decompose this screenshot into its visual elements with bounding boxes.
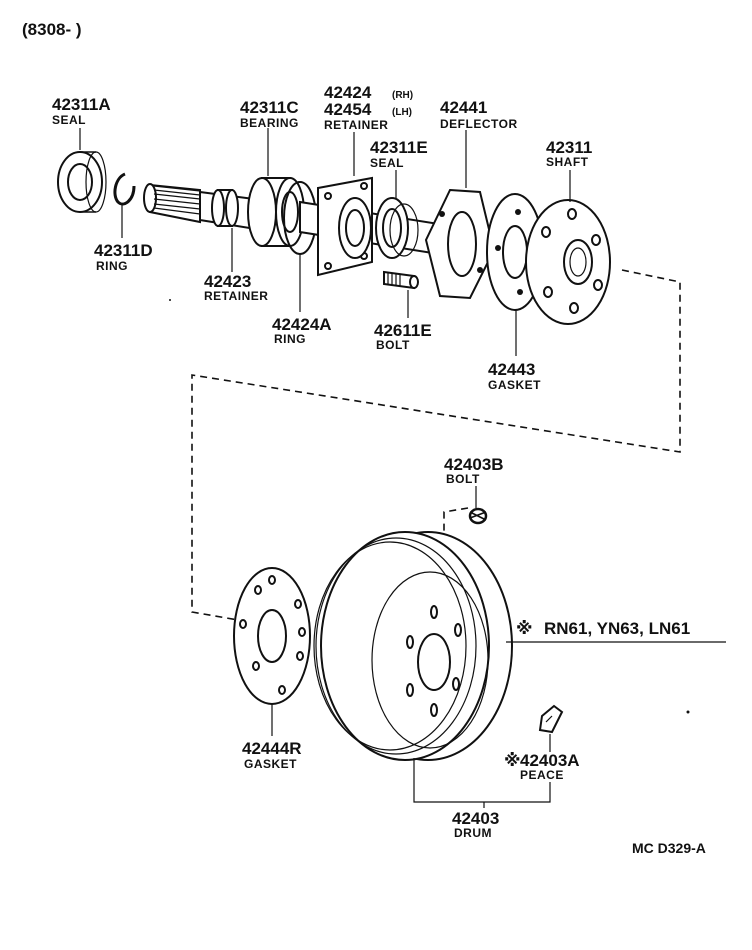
- label-42424A: 42424A RING: [272, 315, 332, 346]
- svg-text:GASKET: GASKET: [244, 757, 297, 771]
- assembly-dashed-line-bolt: [425, 507, 469, 623]
- seal-42311E-shape: [375, 197, 419, 259]
- scan-dot: [686, 710, 690, 714]
- shaft-flange-42311-shape: [525, 199, 611, 325]
- label-42441: 42441 DEFLECTOR: [440, 98, 518, 131]
- bolt-42403B-shape: [468, 507, 488, 525]
- label-42443: 42443 GASKET: [488, 360, 541, 392]
- label-42444R: 42444R GASKET: [242, 739, 302, 771]
- piece-42403A-shape: [538, 704, 564, 734]
- svg-text:42424: 42424: [324, 83, 372, 102]
- svg-text:RING: RING: [96, 259, 128, 273]
- label-42403A: ※ 42403A PEACE: [504, 751, 580, 782]
- svg-text:42403A: 42403A: [520, 751, 580, 770]
- shaft-spline-shape: [143, 183, 263, 232]
- label-42611E: 42611E BOLT: [374, 321, 432, 352]
- svg-text:DEFLECTOR: DEFLECTOR: [440, 117, 518, 131]
- svg-text:42444R: 42444R: [242, 739, 302, 758]
- svg-text:SEAL: SEAL: [370, 156, 404, 170]
- svg-text:42311D: 42311D: [94, 241, 153, 260]
- svg-text:SEAL: SEAL: [52, 113, 86, 127]
- svg-text:42403B: 42403B: [444, 455, 504, 474]
- svg-text:42441: 42441: [440, 98, 487, 117]
- svg-text:42311C: 42311C: [240, 98, 299, 117]
- svg-text:GASKET: GASKET: [488, 378, 541, 392]
- svg-text:※: ※: [504, 751, 521, 770]
- label-42454: 42454 (LH) RETAINER: [324, 100, 412, 132]
- model-note: ※ RN61, YN63, LN61: [516, 619, 690, 638]
- deflector-42441-shape: [424, 188, 496, 300]
- drawing-code: MC D329-A: [632, 840, 706, 856]
- bolt-42611E-shape: [383, 270, 419, 290]
- svg-text:(LH): (LH): [392, 107, 412, 118]
- svg-text:42311A: 42311A: [52, 95, 111, 114]
- seal-42311A-shape: [57, 151, 107, 213]
- svg-text:PEACE: PEACE: [520, 768, 564, 782]
- svg-text:RETAINER: RETAINER: [204, 289, 268, 303]
- drum-42403-shape: [313, 531, 513, 761]
- bearing-42311C-shape: [247, 177, 305, 247]
- svg-text:42403: 42403: [452, 809, 499, 828]
- label-42311: 42311 SHAFT: [546, 138, 592, 169]
- retainer-42423-shape: [211, 189, 239, 227]
- svg-text:RN61, YN63, LN61: RN61, YN63, LN61: [544, 619, 690, 638]
- scan-dot: [169, 299, 171, 301]
- drum-leader-bracket: [413, 758, 551, 803]
- svg-text:RETAINER: RETAINER: [324, 118, 388, 132]
- svg-text:BEARING: BEARING: [240, 116, 299, 130]
- svg-text:42311: 42311: [546, 138, 592, 157]
- svg-text:DRUM: DRUM: [454, 826, 492, 840]
- gasket-42444R-shape: [233, 567, 311, 705]
- svg-text:(RH): (RH): [392, 90, 413, 101]
- svg-text:42443: 42443: [488, 360, 535, 379]
- label-42423: 42423 RETAINER: [204, 272, 268, 303]
- label-42311C: 42311C BEARING: [240, 98, 299, 130]
- svg-text:※: ※: [516, 619, 533, 638]
- svg-text:42423: 42423: [204, 272, 251, 291]
- svg-text:BOLT: BOLT: [446, 472, 480, 486]
- svg-text:42311E: 42311E: [370, 138, 428, 157]
- label-42403: 42403 DRUM: [452, 809, 499, 840]
- svg-text:42611E: 42611E: [374, 321, 432, 340]
- label-42403B: 42403B BOLT: [444, 455, 504, 486]
- date-code: (8308- ): [22, 20, 82, 39]
- retainer-42424-shape: [317, 176, 373, 277]
- label-42311E: 42311E SEAL: [370, 138, 428, 170]
- svg-text:SHAFT: SHAFT: [546, 155, 589, 169]
- assembly-dashed-line-main: [191, 269, 681, 621]
- svg-text:42424A: 42424A: [272, 315, 332, 334]
- label-42424: 42424 (RH): [324, 83, 413, 102]
- svg-text:42454: 42454: [324, 100, 372, 119]
- ring-42311D-shape: [113, 172, 136, 206]
- svg-text:RING: RING: [274, 332, 306, 346]
- svg-text:BOLT: BOLT: [376, 338, 410, 352]
- label-42311A: 42311A SEAL: [52, 95, 111, 127]
- label-42311D: 42311D RING: [94, 241, 153, 273]
